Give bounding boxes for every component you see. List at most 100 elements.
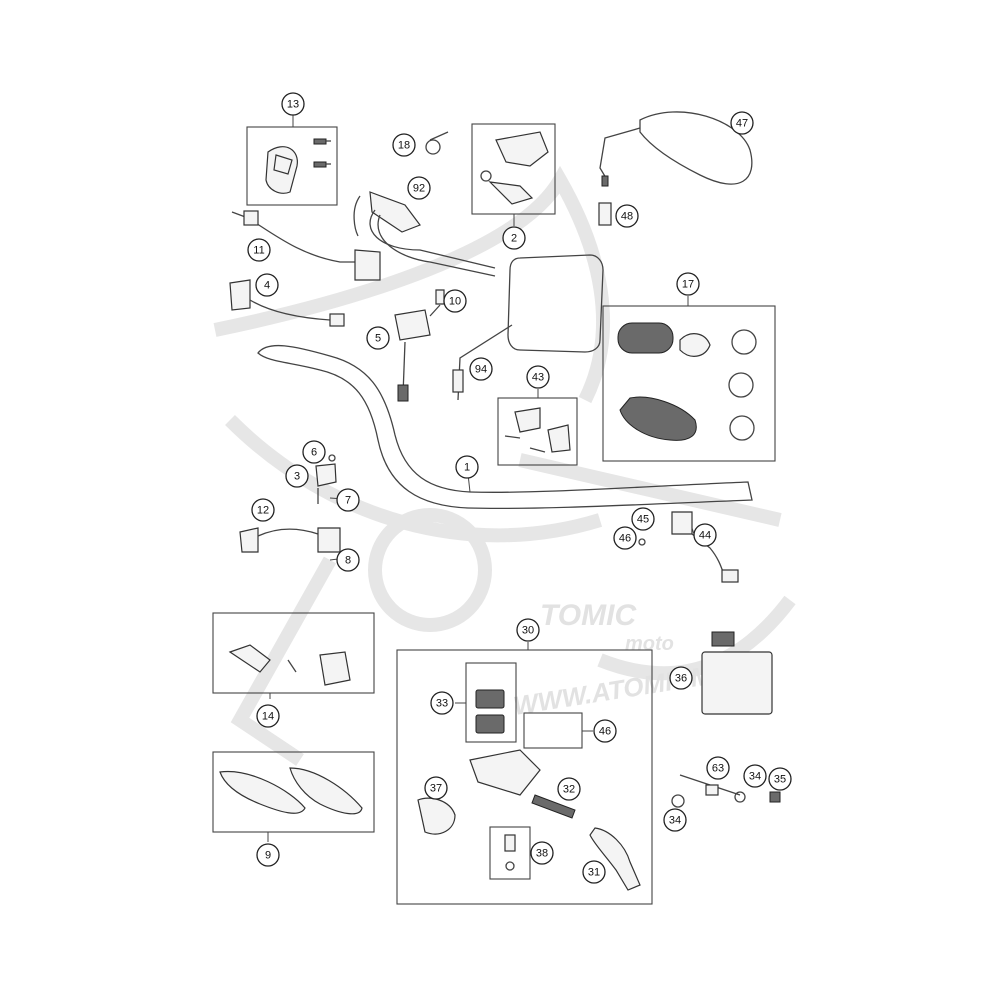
callout-label: 94 xyxy=(475,364,487,376)
callout-48: 48 xyxy=(615,204,639,228)
box-17 xyxy=(602,305,776,462)
callout-14: 14 xyxy=(256,704,280,728)
callout-63: 63 xyxy=(706,756,730,780)
callout-35: 35 xyxy=(768,767,792,791)
stop-switch xyxy=(229,279,251,311)
callout-7: 7 xyxy=(336,488,360,512)
clamp-43 xyxy=(514,407,541,433)
bracket-14b xyxy=(319,651,351,686)
callout-9: 9 xyxy=(256,843,280,867)
switch-5 xyxy=(394,309,431,341)
callout-label: 34 xyxy=(749,771,761,783)
callout-label: 36 xyxy=(675,673,687,685)
callout-circle xyxy=(255,273,279,297)
callout-circle xyxy=(443,289,467,313)
callout-circle xyxy=(392,133,416,157)
callout-label: 7 xyxy=(345,495,351,507)
callout-circle xyxy=(663,808,687,832)
box-30 xyxy=(396,649,653,905)
callout-circle xyxy=(285,464,309,488)
callout-label: 33 xyxy=(436,698,448,710)
callout-34b: 34 xyxy=(663,808,687,832)
callout-circle xyxy=(582,860,606,884)
callout-label: 13 xyxy=(287,99,299,111)
throttle-housing xyxy=(495,131,549,167)
callout-label: 2 xyxy=(511,233,517,245)
callout-label: 35 xyxy=(774,774,786,786)
callout-label: 12 xyxy=(257,505,269,517)
callout-circle xyxy=(516,618,540,642)
callout-label: 38 xyxy=(536,848,548,860)
lever-31 xyxy=(589,827,641,891)
callout-30: 30 xyxy=(516,618,540,642)
callout-label: 11 xyxy=(253,245,264,257)
mirror xyxy=(639,111,753,185)
cover-37 xyxy=(417,797,456,835)
callout-12: 12 xyxy=(251,498,275,522)
callout-circle xyxy=(593,719,617,743)
callout-label: 14 xyxy=(262,711,274,723)
fluid-bottle xyxy=(701,651,773,715)
box-14 xyxy=(212,612,375,694)
callout-10: 10 xyxy=(443,289,467,313)
watermark-sub: moto xyxy=(625,633,674,655)
callout-4: 4 xyxy=(255,273,279,297)
callout-circle xyxy=(502,226,526,250)
callout-1: 1 xyxy=(455,455,479,479)
callout-label: 18 xyxy=(398,140,410,152)
callout-13: 13 xyxy=(281,92,305,116)
callout-circle xyxy=(706,756,730,780)
callout-circle xyxy=(247,238,271,262)
callout-label: 10 xyxy=(449,296,461,308)
callout-circle xyxy=(743,764,767,788)
callout-31: 31 xyxy=(582,860,606,884)
callout-label: 47 xyxy=(736,118,748,130)
callout-46a: 46 xyxy=(613,526,637,550)
callout-circle xyxy=(557,777,581,801)
callout-38: 38 xyxy=(530,841,554,865)
callout-circle xyxy=(302,440,326,464)
callout-33: 33 xyxy=(430,691,454,715)
callout-label: 46 xyxy=(619,533,631,545)
callout-32: 32 xyxy=(557,777,581,801)
callout-circle xyxy=(336,548,360,572)
callout-circle xyxy=(676,272,700,296)
callout-44: 44 xyxy=(693,523,717,547)
number-plate xyxy=(507,254,604,353)
callout-36: 36 xyxy=(669,666,693,690)
callout-11: 11 xyxy=(247,238,271,262)
callout-circle xyxy=(669,666,693,690)
callout-label: 9 xyxy=(265,850,271,862)
callout-circle xyxy=(768,767,792,791)
callout-circle xyxy=(526,365,550,389)
callout-circle xyxy=(281,92,305,116)
callout-45: 45 xyxy=(631,507,655,531)
callout-label: 6 xyxy=(311,447,317,459)
callout-label: 46 xyxy=(599,726,611,738)
callout-label: 48 xyxy=(621,211,633,223)
callout-label: 4 xyxy=(264,280,270,292)
callout-circle xyxy=(455,455,479,479)
clamp-45 xyxy=(671,511,693,535)
callout-label: 32 xyxy=(563,784,575,796)
callout-6: 6 xyxy=(302,440,326,464)
callout-label: 44 xyxy=(699,530,711,542)
callout-circle xyxy=(631,507,655,531)
callout-circle xyxy=(430,691,454,715)
callout-label: 3 xyxy=(294,471,300,483)
callout-circle xyxy=(469,357,493,381)
grip-left xyxy=(617,322,674,354)
callout-3: 3 xyxy=(285,464,309,488)
callout-label: 37 xyxy=(430,783,442,795)
connector-10 xyxy=(435,289,445,305)
callout-label: 63 xyxy=(712,763,724,775)
callout-43: 43 xyxy=(526,365,550,389)
grip-right xyxy=(619,396,697,441)
box-13 xyxy=(246,126,338,206)
callout-94: 94 xyxy=(469,357,493,381)
handguard-right xyxy=(289,767,363,815)
callout-circle xyxy=(256,843,280,867)
callout-circle xyxy=(251,498,275,522)
callout-label: 43 xyxy=(532,372,544,384)
